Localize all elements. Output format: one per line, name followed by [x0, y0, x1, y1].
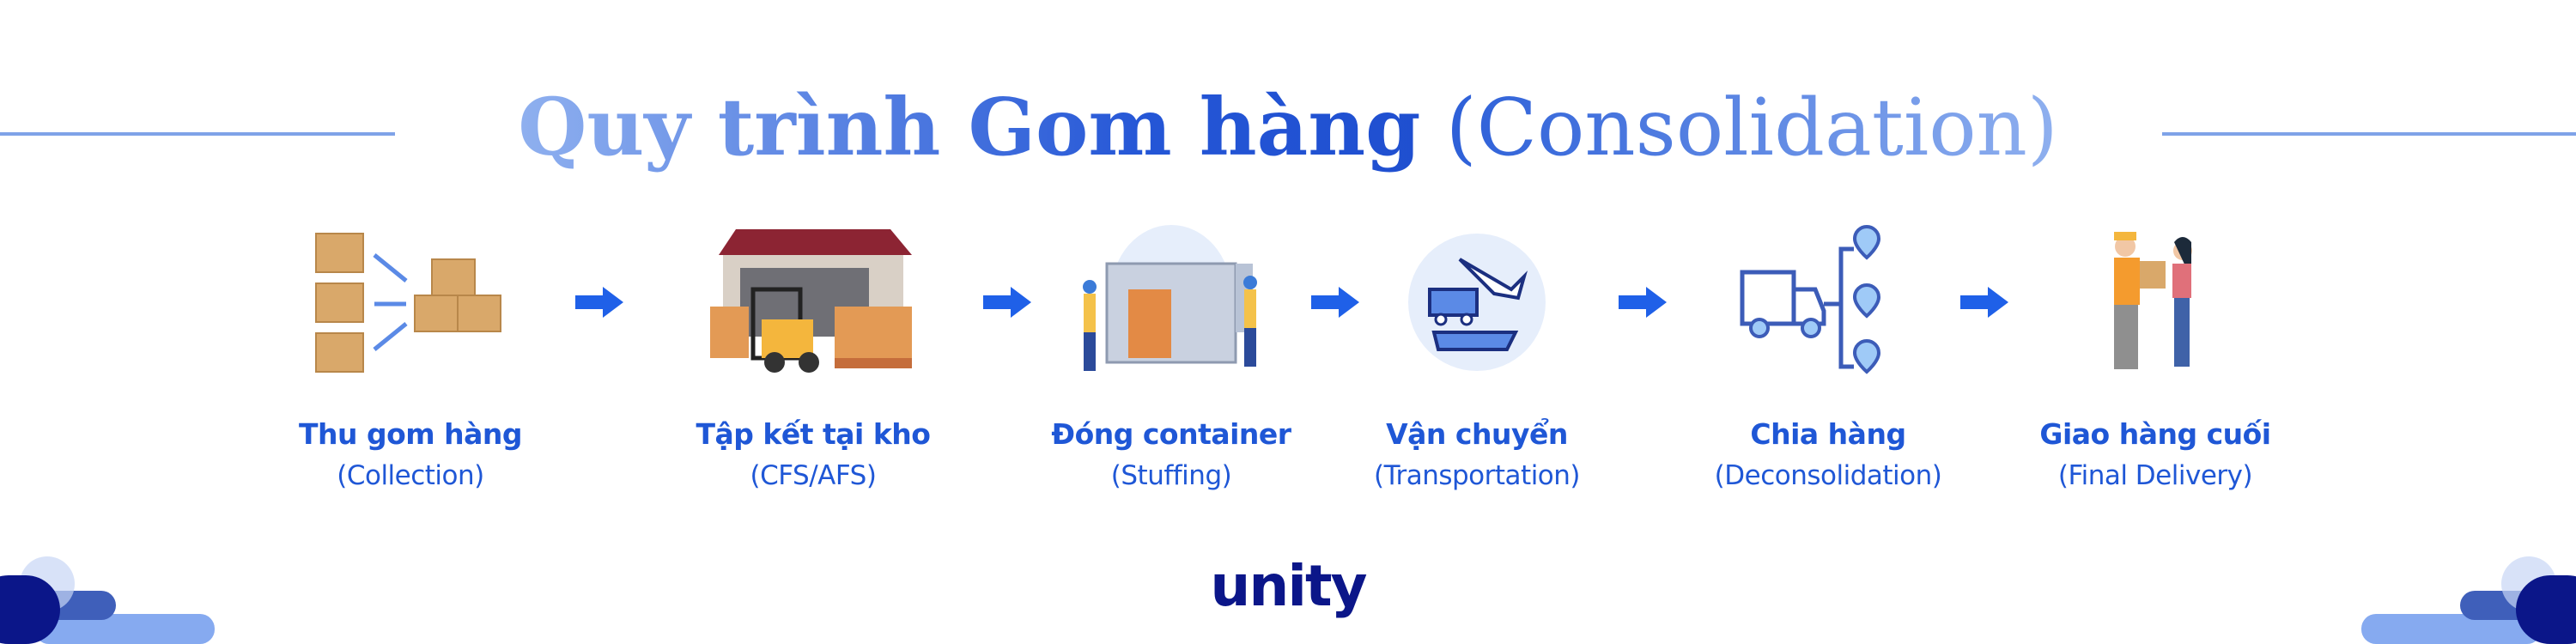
corner-decoration-right — [2361, 556, 2576, 644]
multimodal-transport-icon — [1408, 234, 1546, 371]
arrow-right-icon — [1619, 287, 1667, 318]
page-title: Quy trình Gom hàng (Consolidation) — [0, 76, 2576, 179]
warehouse-forklift-icon — [710, 229, 912, 373]
title-regular: (Consolidation) — [1445, 82, 2058, 173]
step-sub-final-delivery: (Final Delivery) — [2057, 460, 2253, 491]
truck-distribution-icon — [1740, 225, 1881, 374]
left-divider-line — [0, 132, 395, 136]
container-loading-icon — [1083, 225, 1257, 371]
step-sub-stuffing: (Stuffing) — [1110, 460, 1232, 491]
title-bold: Quy trình Gom hàng — [518, 81, 1421, 173]
arrow-right-icon — [1960, 287, 2008, 318]
unity-logo: unity — [1210, 553, 1367, 619]
step-label-stuffing: Đóng container — [1051, 417, 1291, 451]
step-label-deconsolidation: Chia hàng — [1750, 417, 1906, 451]
boxes-collection-icon — [315, 233, 501, 373]
right-divider-line — [2162, 132, 2576, 136]
step-label-cfs: Tập kết tại kho — [696, 417, 931, 451]
step-sub-cfs: (CFS/AFS) — [750, 460, 877, 491]
step-sub-transportation: (Transportation) — [1373, 460, 1581, 491]
arrow-right-icon — [983, 287, 1031, 318]
step-label-transportation: Vận chuyển — [1386, 417, 1568, 451]
arrow-right-icon — [575, 287, 623, 318]
corner-decoration-left — [0, 556, 215, 644]
arrow-right-icon — [1311, 287, 1359, 318]
package-handover-icon — [2114, 232, 2192, 369]
step-sub-collection: (Collection) — [337, 460, 484, 491]
step-label-collection: Thu gom hàng — [298, 417, 523, 451]
step-label-final-delivery: Giao hàng cuối — [2039, 417, 2271, 451]
step-sub-deconsolidation: (Deconsolidation) — [1714, 460, 1942, 491]
